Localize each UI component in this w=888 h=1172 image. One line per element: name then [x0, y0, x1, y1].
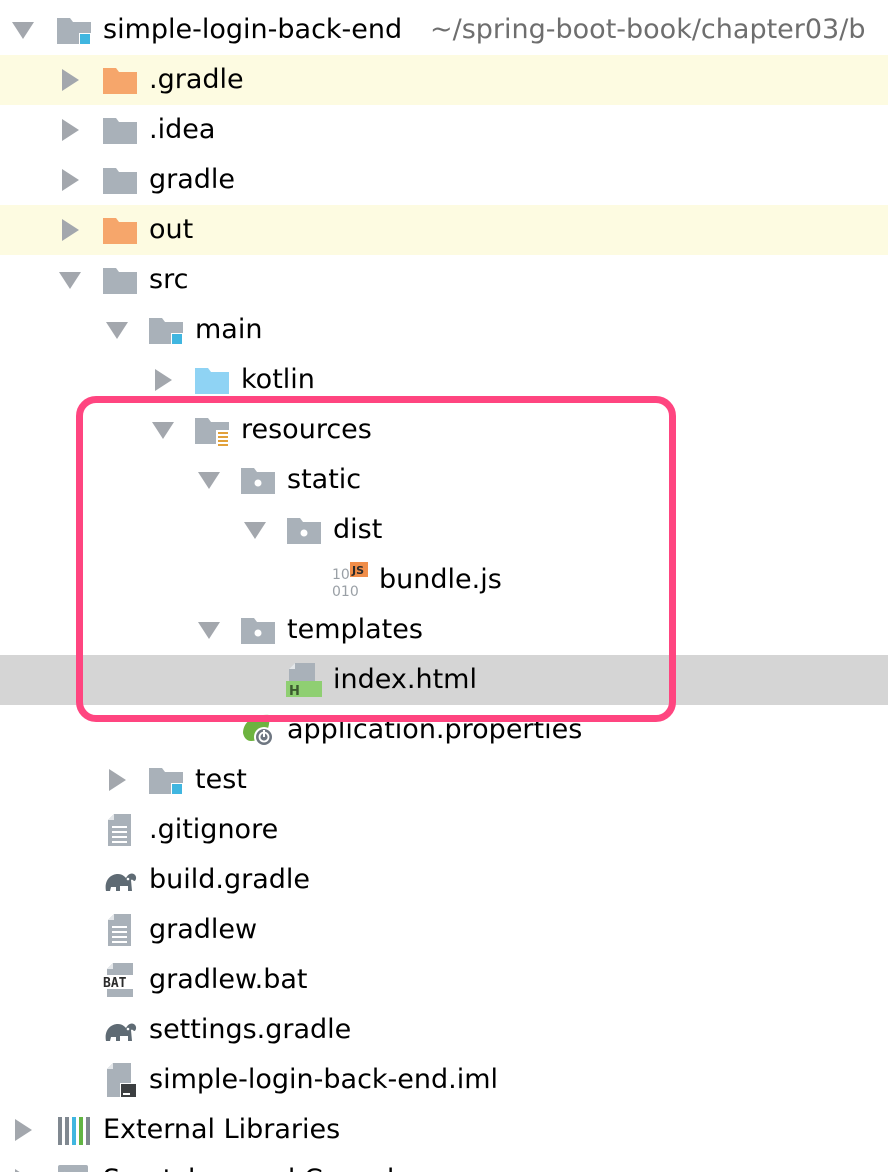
text-file-icon [101, 811, 139, 849]
tree-row-settings-gradle[interactable]: settings.gradle [0, 1005, 888, 1055]
tree-item-label: gradlew [149, 914, 258, 945]
html-file-icon: H [285, 661, 323, 699]
tree-item-label: out [149, 214, 194, 245]
tree-item-label: static [287, 464, 362, 495]
tree-item-label: gradle [149, 164, 236, 195]
tree-row-root[interactable]: simple-login-back-end ~/spring-boot-book/… [0, 5, 888, 55]
tree-row-resources[interactable]: resources [0, 405, 888, 455]
tree-item-label: Scratches and Consoles [103, 1155, 425, 1172]
collapsed-arrow-icon[interactable] [57, 155, 87, 205]
tree-item-label: test [195, 764, 247, 795]
resources-folder-icon [193, 411, 231, 449]
package-folder-icon [285, 511, 323, 549]
source-root-folder-icon [193, 361, 231, 399]
tree-row-application-properties[interactable]: application.properties [0, 705, 888, 755]
tree-row-gradle[interactable]: gradle [0, 155, 888, 205]
tree-row-iml[interactable]: simple-login-back-end.iml [0, 1055, 888, 1105]
collapsed-arrow-icon[interactable] [10, 1105, 40, 1155]
collapsed-arrow-icon[interactable] [150, 355, 180, 405]
tree-item-label: index.html [333, 664, 477, 695]
libraries-icon [55, 1111, 93, 1149]
tree-row-dist[interactable]: dist [0, 505, 888, 555]
svg-text:JS: JS [351, 564, 364, 577]
expanded-arrow-icon[interactable] [242, 505, 272, 555]
package-folder-icon [239, 611, 277, 649]
project-path: ~/spring-boot-book/chapter03/b [430, 14, 866, 45]
collapsed-arrow-icon[interactable] [57, 55, 87, 105]
tree-item-label: .gitignore [149, 814, 279, 845]
tree-item-label: External Libraries [103, 1114, 341, 1145]
source-set-folder-icon [147, 311, 185, 349]
tree-row-build-gradle[interactable]: build.gradle [0, 855, 888, 905]
tree-row-scratches[interactable]: Scratches and Consoles [0, 1155, 888, 1172]
expanded-arrow-icon[interactable] [150, 405, 180, 455]
tree-item-label: main [195, 314, 263, 345]
tree-item-label: settings.gradle [149, 1014, 352, 1045]
tree-row-main[interactable]: main [0, 305, 888, 355]
bat-file-icon: BAT [101, 961, 139, 999]
svg-text:010: 010 [332, 584, 359, 599]
collapsed-arrow-icon[interactable] [10, 1155, 40, 1172]
tree-item-label: bundle.js [379, 564, 502, 595]
tree-row-test[interactable]: test [0, 755, 888, 805]
tree-row-static[interactable]: static [0, 455, 888, 505]
collapsed-arrow-icon[interactable] [104, 755, 134, 805]
svg-text:H: H [289, 684, 300, 699]
package-folder-icon [239, 461, 277, 499]
folder-icon [101, 161, 139, 199]
excluded-folder-icon [101, 211, 139, 249]
expanded-arrow-icon[interactable] [10, 5, 40, 55]
tree-row-gitignore[interactable]: .gitignore [0, 805, 888, 855]
tree-row-gradlew[interactable]: gradlew [0, 905, 888, 955]
gradle-elephant-icon [101, 861, 139, 899]
tree-item-label: build.gradle [149, 864, 311, 895]
tree-row-kotlin[interactable]: kotlin [0, 355, 888, 405]
text-file-icon [101, 911, 139, 949]
folder-icon [101, 261, 139, 299]
expanded-arrow-icon[interactable] [104, 305, 134, 355]
gradle-elephant-icon [101, 1011, 139, 1049]
tree-item-label: .idea [149, 114, 216, 145]
tree-item-label: .gradle [149, 64, 244, 95]
excluded-folder-icon [101, 61, 139, 99]
tree-row-external-libraries[interactable]: External Libraries [0, 1105, 888, 1155]
tree-item-label: templates [287, 614, 423, 645]
collapsed-arrow-icon[interactable] [57, 105, 87, 155]
module-folder-icon [55, 11, 93, 49]
tree-row-src[interactable]: src [0, 255, 888, 305]
scratches-icon [55, 1161, 93, 1172]
tree-item-label: gradlew.bat [149, 964, 308, 995]
spring-properties-icon [239, 711, 277, 749]
tree-item-label: application.properties [287, 714, 583, 745]
tree-item-label: src [149, 264, 189, 295]
tree-row-out[interactable]: out [0, 205, 888, 255]
tree-item-label: simple-login-back-end [103, 14, 403, 45]
tree-item-label: kotlin [241, 364, 315, 395]
svg-text:10: 10 [332, 567, 350, 583]
iml-file-icon [101, 1061, 139, 1099]
tree-row-idea[interactable]: .idea [0, 105, 888, 155]
tree-row-templates[interactable]: templates [0, 605, 888, 655]
expanded-arrow-icon[interactable] [196, 455, 226, 505]
expanded-arrow-icon[interactable] [57, 255, 87, 305]
svg-text:BAT: BAT [103, 976, 127, 991]
tree-row-gradle-hidden[interactable]: .gradle [0, 55, 888, 105]
tree-row-gradlew-bat[interactable]: BAT gradlew.bat [0, 955, 888, 1005]
collapsed-arrow-icon[interactable] [57, 205, 87, 255]
source-set-folder-icon [147, 761, 185, 799]
expanded-arrow-icon[interactable] [196, 605, 226, 655]
folder-icon [101, 111, 139, 149]
tree-item-label: resources [241, 414, 372, 445]
tree-item-label: dist [333, 514, 383, 545]
tree-item-label: simple-login-back-end.iml [149, 1064, 499, 1095]
